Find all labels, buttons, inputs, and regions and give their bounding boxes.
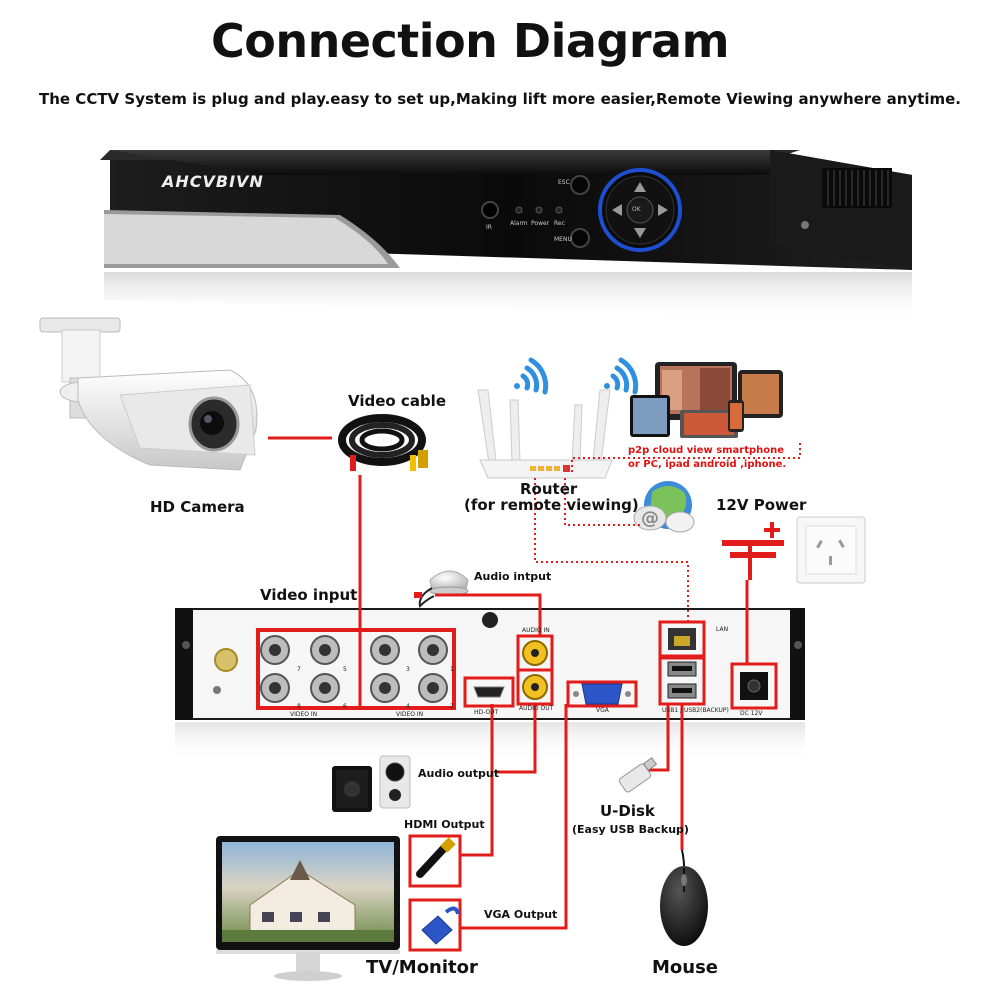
p2p-label-line2: or PC, ipad android ,iphone. [628, 459, 787, 470]
hdmi-port [463, 676, 515, 708]
vga-cable-icon [408, 898, 462, 952]
vga-output-label: VGA Output [484, 908, 558, 921]
wifi-icon [514, 357, 549, 395]
dvr-vents [822, 168, 892, 208]
rec-indicator-label: Rec [554, 220, 565, 227]
mouse-icon [660, 849, 708, 946]
lan-port-label: LAN [716, 626, 729, 633]
dc-power-port [730, 662, 778, 710]
cloud-internet-icon: @ [633, 481, 695, 533]
alarm-indicator-label: Alarm [510, 220, 528, 227]
connection-lines [268, 436, 749, 930]
ir-label: IR [486, 224, 492, 231]
bnc-video-ports [256, 628, 456, 710]
audio-in-port-label: AUDIO IN [522, 627, 550, 634]
ok-label: OK [632, 206, 641, 213]
menu-button-icon [570, 228, 590, 248]
lan-usb-ports [658, 620, 706, 706]
video-cable-label: Video cable [348, 392, 446, 410]
dc-port-label: DC 12V [740, 710, 763, 717]
video-cable-icon [338, 414, 428, 471]
udisk-sublabel: (Easy USB Backup) [572, 823, 689, 836]
audio-output-label: Audio output [418, 767, 499, 780]
microphone-icon [414, 570, 469, 609]
dvr-screw [801, 221, 809, 229]
channel-label: 6 [343, 703, 347, 710]
dvr-front-unit [100, 150, 912, 320]
channel-label: 3 [406, 666, 410, 673]
speakers-icon [332, 755, 411, 812]
esc-label: ESC [558, 179, 570, 186]
video-input-label: Video input [260, 586, 358, 604]
tv-monitor-icon [216, 836, 400, 981]
vga-port-label: VGA [596, 707, 609, 714]
channel-label: 5 [343, 666, 347, 673]
power-dc-icon [722, 522, 784, 580]
channel-label: 4 [406, 703, 410, 710]
router-label: Router [520, 480, 578, 498]
remote-devices-icon [630, 362, 783, 438]
mouse-label: Mouse [652, 957, 719, 978]
router-sublabel: (for remote viewing) [464, 496, 639, 514]
menu-label: MENU [554, 236, 572, 243]
hd-camera-label: HD Camera [150, 498, 245, 516]
udisk-label: U-Disk [600, 802, 655, 820]
ir-sensor-icon [481, 201, 499, 219]
hdmi-output-label: HDMI Output [404, 818, 485, 831]
audio-ports [516, 634, 554, 706]
power-outlet-icon [796, 516, 866, 584]
hdmi-cable-icon [408, 834, 462, 888]
power-label: 12V Power [716, 496, 807, 514]
dvr-dpad-icon [598, 168, 682, 252]
hd-camera-icon [39, 317, 258, 471]
usb-port-label: USB1 / USB2(BACKUP) [662, 707, 729, 714]
channel-label: 2 [450, 703, 454, 710]
page-subtitle: The CCTV System is plug and play.easy to… [39, 90, 961, 108]
wifi-icon [604, 357, 639, 395]
tv-monitor-label: TV/Monitor [366, 957, 478, 978]
router-icon [477, 389, 613, 479]
svg-text:@: @ [641, 508, 659, 529]
video-in-right-label: VIDEO IN [396, 711, 424, 718]
page-title: Connection Diagram [210, 14, 730, 68]
video-input-highlight [256, 628, 456, 710]
dvr-back-panel [175, 608, 805, 720]
channel-label: 8 [297, 703, 301, 710]
channel-label: 7 [297, 666, 301, 673]
hd-out-port-label: HD-OUT [474, 709, 499, 716]
network-dotted-lines [534, 440, 801, 622]
audio-input-label: Audio intput [474, 570, 552, 583]
usb-disk-icon [618, 757, 658, 793]
audio-out-port-label: AUDIO OUT [519, 705, 554, 712]
video-in-left-label: VIDEO IN [290, 711, 318, 718]
channel-label: 1 [450, 666, 454, 673]
dvr-brand-logo: AHCVBIVN [162, 172, 264, 191]
esc-button-icon [570, 175, 590, 195]
p2p-label-line1: p2p cloud view smartphone [628, 445, 785, 456]
power-indicator-label: Power [531, 220, 550, 227]
vga-port [566, 680, 638, 708]
